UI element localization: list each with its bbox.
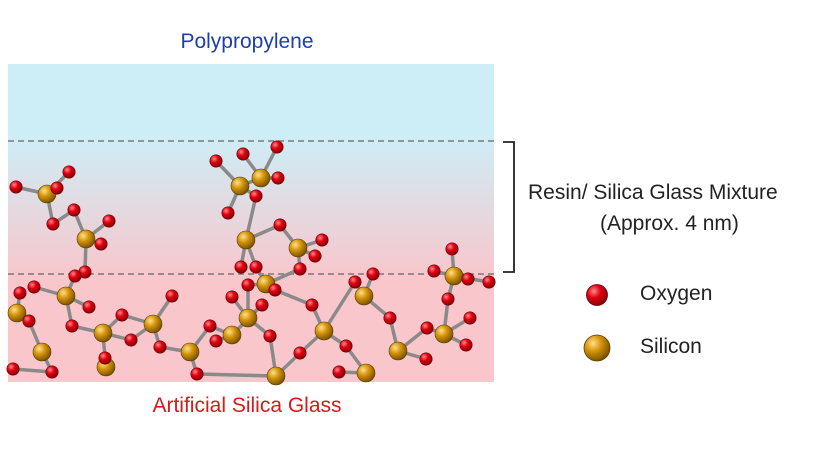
oxygen-atom [271, 171, 285, 185]
silicon-atom-icon [583, 334, 611, 362]
legend-silicon-label: Silicon [640, 335, 702, 358]
polypropylene-label: Polypropylene [180, 30, 314, 53]
oxygen-atom [46, 217, 60, 231]
oxygen-atom [339, 339, 353, 353]
oxygen-atom [50, 181, 64, 195]
oxygen-atom [270, 140, 284, 154]
oxygen-atom [332, 365, 346, 379]
silicon-atom [238, 308, 258, 328]
oxygen-atom [273, 218, 287, 232]
silicon-atom [222, 325, 242, 345]
mixture-title: Resin/ Silica Glass Mixture [528, 181, 778, 204]
oxygen-atom [420, 321, 434, 335]
silicon-atom [266, 366, 286, 386]
oxygen-atom [419, 352, 433, 366]
oxygen-atom [383, 311, 397, 325]
oxygen-atom [9, 180, 23, 194]
bond [273, 288, 314, 307]
atom-layer [6, 140, 496, 386]
silicon-atom [236, 230, 256, 250]
oxygen-atom [249, 189, 263, 203]
silicon-atom [93, 323, 113, 343]
oxygen-atom [13, 286, 27, 300]
silica-glass-label: Artificial Silica Glass [152, 394, 342, 417]
oxygen-atom [65, 319, 79, 333]
silicon-atom [230, 176, 250, 196]
oxygen-atom [45, 365, 59, 379]
oxygen-atom [308, 249, 322, 263]
oxygen-atom [293, 346, 307, 360]
silicon-atom [388, 341, 408, 361]
silicon-atom [444, 266, 464, 286]
oxygen-atom [482, 275, 496, 289]
oxygen-atom [305, 298, 319, 312]
oxygen-atom [68, 269, 82, 283]
oxygen-atom [463, 311, 477, 325]
oxygen-atom [255, 298, 269, 312]
oxygen-atom [427, 264, 441, 278]
oxygen-atom [234, 260, 248, 274]
bond [322, 280, 357, 333]
oxygen-atom [165, 289, 179, 303]
oxygen-atom [98, 351, 112, 365]
oxygen-atom [441, 292, 455, 306]
oxygen-atom [203, 319, 217, 333]
oxygen-atom [221, 206, 235, 220]
oxygen-atom [461, 272, 475, 286]
silicon-atom [251, 168, 271, 188]
silicon-atom [56, 286, 76, 306]
oxygen-atom [153, 340, 167, 354]
oxygen-atom [102, 214, 116, 228]
oxygen-atom [249, 260, 263, 274]
silicon-atom [76, 229, 96, 249]
silicon-atom [314, 321, 334, 341]
oxygen-atom [209, 334, 223, 348]
oxygen-atom [225, 290, 239, 304]
oxygen-atom [190, 367, 204, 381]
oxygen-atom [62, 165, 76, 179]
oxygen-atom [22, 314, 36, 328]
oxygen-atom [348, 275, 362, 289]
silicon-atom [7, 303, 27, 323]
oxygen-atom [67, 203, 81, 217]
bond [11, 367, 54, 374]
oxygen-atom [115, 308, 129, 322]
oxygen-atom [94, 237, 108, 251]
oxygen-atom [263, 329, 277, 343]
mixture-thickness: (Approx. 4 nm) [600, 212, 739, 235]
mixture-bracket [503, 141, 515, 273]
oxygen-atom [445, 242, 459, 256]
oxygen-atom [6, 362, 20, 376]
silicon-atom [288, 238, 308, 258]
oxygen-atom [241, 278, 255, 292]
silicon-atom [143, 314, 163, 334]
legend-oxygen-label: Oxygen [640, 282, 713, 305]
oxygen-atom [236, 147, 250, 161]
silicon-atom [32, 342, 52, 362]
silicon-atom [434, 324, 454, 344]
oxygen-atom-icon [586, 284, 608, 306]
bond [195, 372, 278, 378]
oxygen-atom [268, 283, 282, 297]
oxygen-atom [209, 154, 223, 168]
oxygen-atom [293, 262, 307, 276]
oxygen-atom [366, 267, 380, 281]
oxygen-atom [27, 280, 41, 294]
oxygen-atom [459, 338, 473, 352]
silicon-atom [180, 342, 200, 362]
oxygen-atom [82, 300, 96, 314]
silicon-atom [354, 286, 374, 306]
silicon-atom [356, 363, 376, 383]
oxygen-atom [124, 333, 138, 347]
oxygen-atom [315, 233, 329, 247]
